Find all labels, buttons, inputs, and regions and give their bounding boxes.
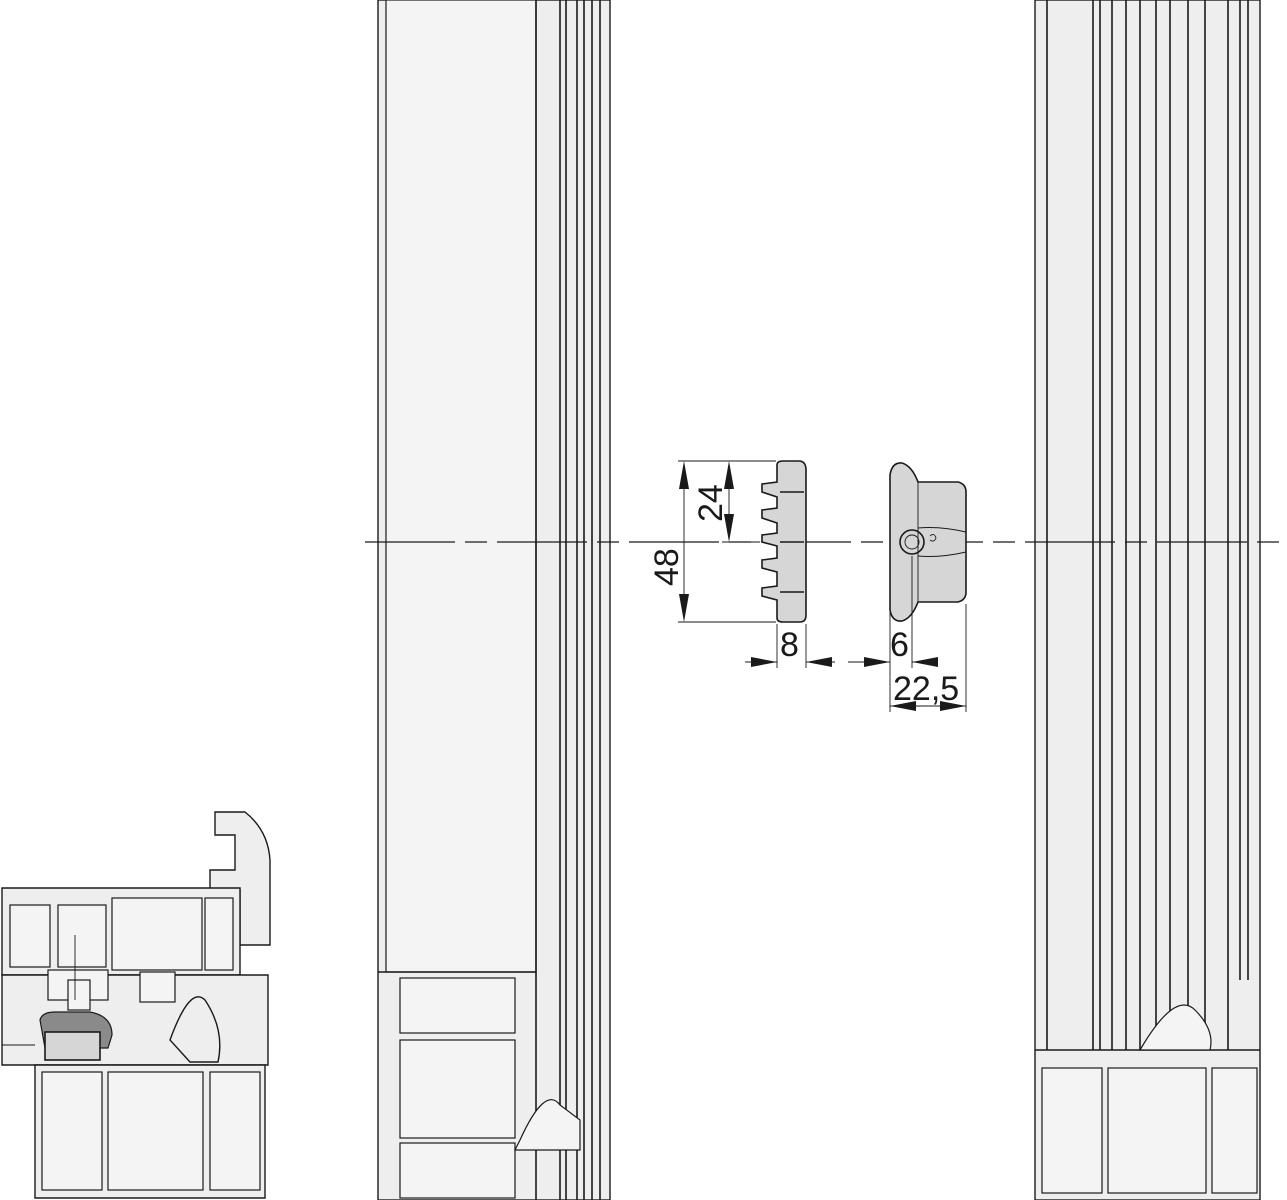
left-locking-part — [761, 460, 807, 623]
dimension-22-5-label: 22,5 — [893, 670, 959, 708]
sash-profile-elevation — [377, 0, 611, 1200]
dimension-22-5: 22,5 — [890, 604, 967, 712]
dimension-24-label: 24 — [692, 484, 730, 522]
frame-profile-elevation — [1034, 0, 1261, 1200]
dimension-24: 24 — [692, 461, 760, 543]
dimension-8: 8 — [745, 624, 835, 668]
dimension-6-label: 6 — [890, 626, 909, 664]
right-locking-part — [889, 462, 967, 622]
dimension-48: 48 — [648, 460, 776, 623]
dimension-48-label: 48 — [648, 548, 686, 586]
frame-cross-section — [1, 811, 271, 1199]
dimension-8-label: 8 — [780, 626, 799, 664]
dimension-6: 6 — [848, 556, 938, 712]
